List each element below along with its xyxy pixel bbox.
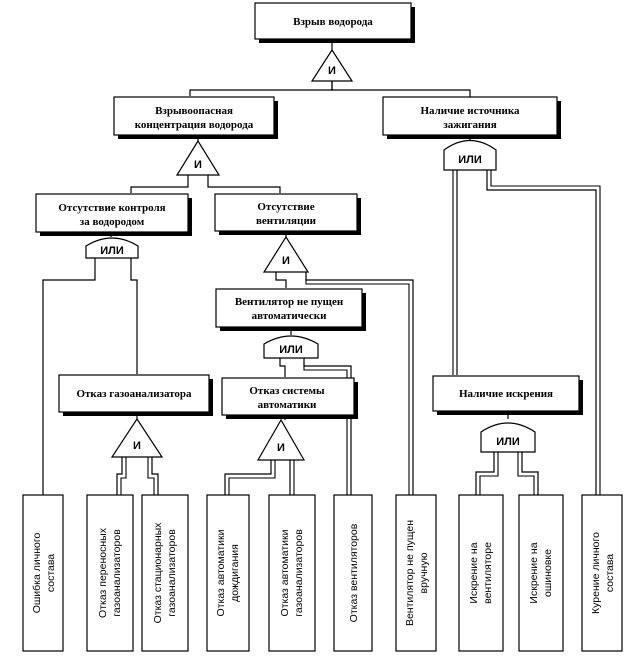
event-sparking-label: Наличие искрения [459, 388, 553, 400]
gate-and-top: И [310, 48, 354, 82]
basic-event-busbar-sparking: Искрение на ошиновке [518, 494, 564, 652]
gate-or-fan-label: ИЛИ [279, 344, 303, 356]
gate-or-sparking: ИЛИ [480, 422, 536, 453]
event-automation-failure: Отказ системы автоматики [221, 377, 358, 419]
event-explosive-concentration: Взрывоопасная концентрация водорода [113, 96, 278, 139]
event-top-label: Взрыв водорода [293, 16, 373, 28]
gate-and-top-label: И [328, 65, 336, 77]
basic-event-smoking-line-2: состава [604, 554, 616, 592]
gate-or-no-control: ИЛИ [85, 237, 139, 259]
basic-event-analyzer-automation: Отказ автоматики газоанализаторов [268, 494, 316, 652]
event-analyzer-failure: Отказ газоанализатора [58, 374, 213, 416]
gate-and-no-ventilation: И [262, 235, 310, 273]
basic-event-busbar-sparking-line-2: ошиновке [542, 549, 554, 597]
event-no-ventilation: Отсутствие вентиляции [214, 193, 361, 235]
basic-event-stationary-analyzers-line-1: Отказ стационарных [152, 522, 164, 624]
event-fan-line-1: Вентилятор не пущен [235, 296, 344, 308]
basic-event-smoking-line-1: Курение личного [590, 532, 602, 614]
basic-event-afterburn-automation-line-2: дождигания [229, 544, 241, 602]
gate-or-sparking-label: ИЛИ [496, 436, 520, 448]
gate-and-analyzer-label: И [133, 440, 141, 452]
gate-and-analyzer: И [110, 417, 164, 458]
basic-event-personnel-error: Ошибка личного состава [22, 494, 64, 652]
gate-and-explosive: И [175, 139, 221, 176]
event-no-ventilation-line-2: вентиляции [256, 215, 317, 227]
event-top: Взрыв водорода [254, 2, 415, 43]
event-automation-line-2: автоматики [258, 399, 317, 411]
basic-event-analyzer-automation-line-1: Отказ автоматики [279, 529, 291, 616]
event-automation-line-1: Отказ системы [249, 385, 325, 397]
basic-event-personnel-error-line-2: состава [45, 554, 57, 592]
basic-event-portable-analyzers-line-2: газоанализаторов [111, 529, 123, 617]
gate-and-explosive-label: И [194, 159, 202, 171]
event-no-hydrogen-control: Отсутствие контроля за водородом [35, 193, 192, 236]
basic-event-analyzer-automation-line-2: газоанализаторов [293, 529, 305, 617]
event-no-control-line-2: за водородом [80, 216, 145, 228]
event-fan-not-started-auto: Вентилятор не пущен автоматически [215, 288, 366, 331]
event-analyzer-label: Отказ газоанализатора [76, 388, 192, 400]
basic-event-afterburn-automation-line-1: Отказ автоматики [215, 529, 227, 616]
basic-event-fan-failure-line-1: Отказ вентиляторов [348, 523, 360, 622]
basic-event-afterburn-automation: Отказ автоматики дождигания [206, 494, 250, 652]
event-explosive-line-1: Взрывоопасная [155, 105, 233, 117]
basic-event-fan-manual-line-2: вручную [418, 552, 430, 593]
connector-lines [42, 40, 601, 495]
event-ignition-source: Наличие источника зажигания [382, 96, 561, 139]
event-ignition-line-2: зажигания [443, 119, 496, 131]
event-sparking: Наличие искрения [432, 375, 583, 415]
gate-or-no-control-label: ИЛИ [100, 245, 124, 257]
gate-and-automation: И [256, 418, 306, 461]
basic-event-fan-sparking: Искрение на вентиляторе [458, 494, 504, 652]
gate-and-automation-label: И [277, 442, 285, 454]
basic-event-stationary-analyzers-line-2: газоанализаторов [166, 529, 178, 617]
basic-event-stationary-analyzers: Отказ стационарных газоанализаторов [141, 494, 189, 652]
gate-or-fan: ИЛИ [263, 335, 319, 359]
basic-event-busbar-sparking-line-1: Искрение на [528, 542, 540, 603]
event-explosive-line-2: концентрация водорода [135, 119, 254, 131]
event-ignition-line-1: Наличие источника [420, 105, 520, 117]
basic-event-fan-sparking-line-2: вентиляторе [482, 542, 494, 604]
basic-event-fan-failure: Отказ вентиляторов [333, 494, 373, 652]
gate-and-no-ventilation-label: И [282, 255, 290, 267]
event-no-ventilation-line-1: Отсутствие [257, 201, 314, 213]
event-no-control-line-1: Отсутствие контроля [58, 202, 165, 214]
basic-event-portable-analyzers: Отказ переносных газоанализаторов [86, 494, 134, 652]
basic-event-fan-manual-line-1: Вентилятор не пущен [404, 520, 416, 626]
basic-event-personnel-error-line-1: Ошибка личного [31, 533, 43, 614]
gate-or-ignition-label: ИЛИ [458, 154, 482, 166]
basic-event-portable-analyzers-line-1: Отказ переносных [97, 527, 109, 618]
gate-or-ignition: ИЛИ [443, 139, 497, 171]
event-fan-line-2: автоматически [252, 310, 328, 322]
basic-event-fan-sparking-line-1: Искрение на [468, 542, 480, 603]
basic-event-smoking: Курение личного состава [581, 494, 623, 652]
basic-event-fan-manual: Вентилятор не пущен вручную [395, 494, 437, 652]
